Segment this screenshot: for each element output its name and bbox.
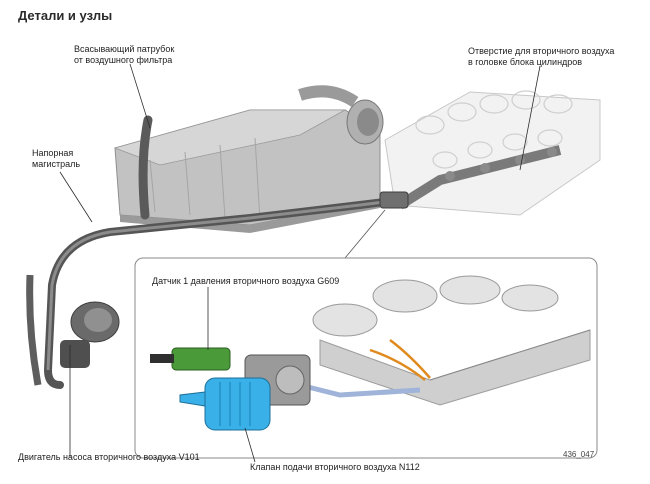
sensor-g609 bbox=[171, 347, 231, 371]
label-port-line2: в головке блока цилиндров bbox=[468, 57, 583, 67]
intake-manifold bbox=[113, 85, 384, 233]
label-intake-line1: Всасывающий патрубок bbox=[74, 44, 175, 54]
page-title: Детали и узлы bbox=[18, 8, 113, 23]
label-intake-hose: Всасывающий патрубок от воздушного фильт… bbox=[74, 44, 174, 66]
detail-inset bbox=[134, 209, 598, 459]
label-port-line1: Отверстие для вторичного воздуха bbox=[468, 46, 615, 56]
label-sensor-g609: Датчик 1 давления вторичного воздуха G60… bbox=[152, 276, 340, 286]
figure-code: 436_047 bbox=[563, 450, 595, 459]
label-pressure-line2: магистраль bbox=[32, 159, 81, 169]
pump-motor-v101 bbox=[60, 301, 120, 368]
label-secondary-air-port: Отверстие для вторичного воздуха в голов… bbox=[468, 46, 614, 68]
pipe-connector bbox=[379, 191, 409, 209]
valve-n112 bbox=[204, 377, 271, 431]
label-pressure-line1: Напорная bbox=[32, 148, 74, 158]
pressure-line bbox=[26, 196, 404, 389]
label-intake-line2: от воздушного фильтра bbox=[74, 55, 173, 65]
callout-lines bbox=[59, 63, 541, 463]
label-valve-n112: Клапан подачи вторичного воздуха N112 bbox=[250, 462, 420, 472]
label-pressure-line: Напорная магистраль bbox=[32, 148, 80, 170]
intake-hose bbox=[138, 115, 153, 220]
label-pump-motor-v101: Двигатель насоса вторичного воздуха V101 bbox=[18, 452, 200, 462]
